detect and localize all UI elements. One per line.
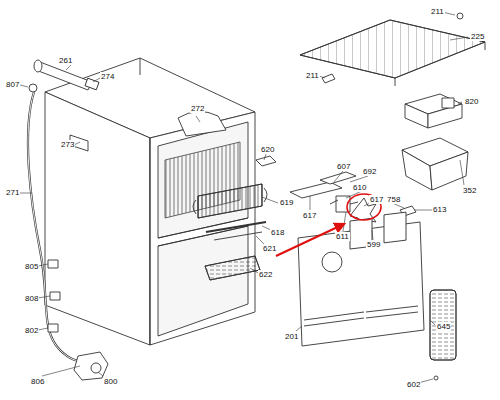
- callout-number: 602: [406, 380, 421, 389]
- callout-number: 758: [386, 195, 401, 204]
- callout-number: 800: [103, 377, 118, 386]
- callout-number: 808: [24, 294, 39, 303]
- leader-lines: [20, 12, 468, 383]
- callout-number: 599: [366, 240, 381, 249]
- callout-number: 805: [24, 262, 39, 271]
- callout-number: 692: [362, 167, 377, 176]
- air-duct: [205, 256, 260, 280]
- callout-number: 211: [305, 71, 320, 80]
- callout-number: 271: [5, 188, 20, 197]
- callout-number: 611: [335, 232, 350, 241]
- terminal-block: [256, 156, 276, 166]
- water-line: [28, 84, 108, 380]
- callout-number: 617: [302, 211, 317, 220]
- callout-number: 617: [369, 195, 384, 204]
- callout-number: 802: [24, 326, 39, 335]
- callout-number: 610: [352, 183, 367, 192]
- callout-number: 607: [336, 162, 351, 171]
- callout-number: 622: [258, 270, 273, 279]
- callout-number: 807: [5, 80, 20, 89]
- ice-maker: [405, 94, 462, 128]
- callout-number: 620: [260, 145, 275, 154]
- highlight-arrow: [276, 224, 344, 256]
- ice-bucket: [402, 138, 468, 190]
- callout-number: 645: [436, 322, 451, 331]
- callout-number: 201: [284, 332, 299, 341]
- callout-number: 352: [462, 186, 477, 195]
- evaporator: [193, 184, 267, 218]
- callout-number: 272: [190, 104, 205, 113]
- wire-shelf: [300, 13, 485, 86]
- callout-number: 261: [58, 56, 73, 65]
- callout-number: 619: [279, 198, 294, 207]
- callout-number: 273: [60, 140, 75, 149]
- evaporator-cover: [298, 212, 424, 346]
- callout-number: 618: [270, 228, 285, 237]
- callout-number: 806: [30, 377, 45, 386]
- callout-number: 621: [262, 244, 277, 253]
- callout-number: 225: [470, 32, 485, 41]
- callout-number: 820: [464, 97, 479, 106]
- air-grille: [430, 290, 456, 380]
- callout-number: 274: [100, 72, 115, 81]
- callout-number: 613: [432, 205, 447, 214]
- callout-number: 211: [430, 7, 445, 16]
